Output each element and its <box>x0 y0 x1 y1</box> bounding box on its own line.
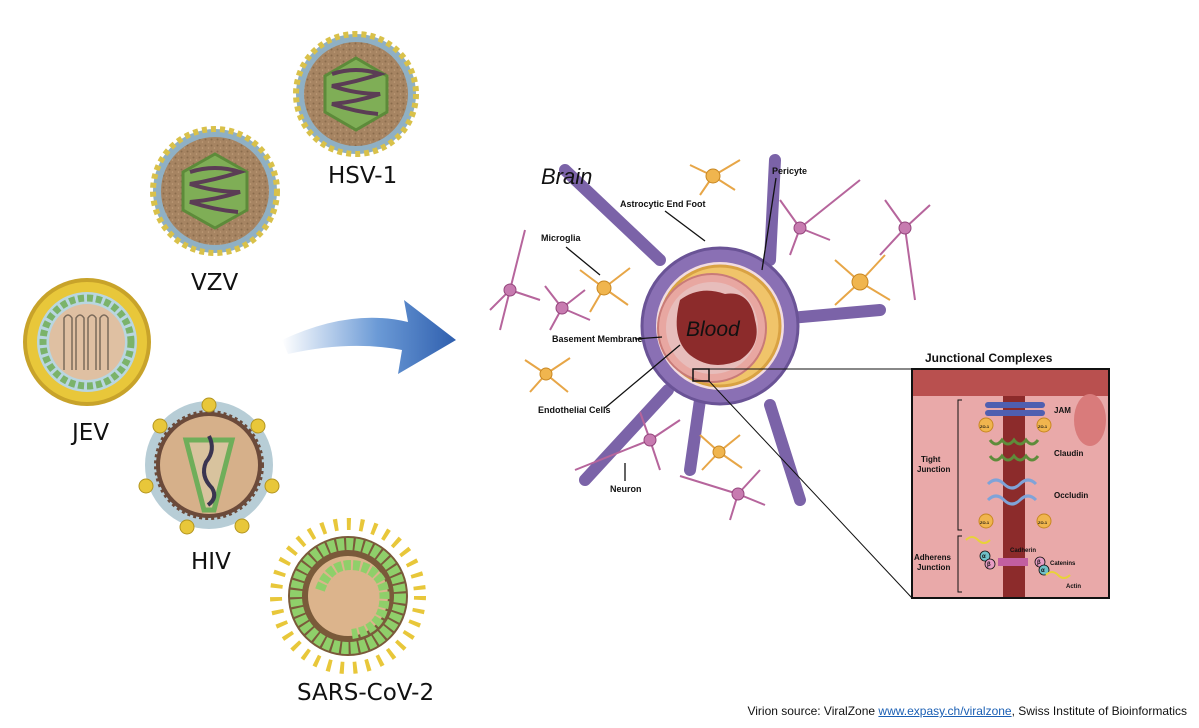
jev-virion-icon <box>23 278 151 406</box>
brain-label: Brain <box>541 164 592 189</box>
alpha-catenin-label-right: α <box>1041 568 1045 574</box>
neuron-label: Neuron <box>610 484 642 494</box>
blood-label: Blood <box>686 318 741 341</box>
actin-label: Actin <box>1066 584 1081 590</box>
zo1-label-bottom-right: ZO-1 <box>1038 520 1048 525</box>
microglia-label: Microglia <box>541 233 582 243</box>
sars-cov-2-label: SARS-CoV-2 <box>297 680 434 706</box>
beta-catenin-label-left: β <box>987 562 991 568</box>
junction-panel-title: Junctional Complexes <box>925 351 1053 365</box>
zo1-label-top-right: ZO-1 <box>1038 424 1048 429</box>
endothelial-cells-label: Endothelial Cells <box>538 405 611 415</box>
astrocytic-end-foot-label: Astrocytic End Foot <box>620 199 706 209</box>
zo1-label-top-left: ZO-1 <box>980 424 990 429</box>
hiv-virion-icon <box>138 397 280 535</box>
occludin-label: Occludin <box>1054 491 1088 500</box>
jam-label: JAM <box>1054 406 1071 415</box>
virion-source-credit: Virion source: ViralZone www.expasy.ch/v… <box>747 704 1187 718</box>
catenins-label: Catenins <box>1050 561 1076 567</box>
tight-junction-label-2: Junction <box>917 465 950 474</box>
claudin-label: Claudin <box>1054 449 1083 458</box>
hsv1-virion-icon <box>293 31 419 157</box>
viralzone-link[interactable]: www.expasy.ch/viralzone <box>878 704 1012 718</box>
pericyte-label: Pericyte <box>772 166 807 176</box>
tight-junction-label-1: Tight <box>921 455 941 464</box>
basement-membrane-label: Basement Membrane <box>552 334 643 344</box>
hsv1-label: HSV-1 <box>328 163 397 189</box>
adherens-junction-label-1: Adherens <box>914 553 951 562</box>
zo1-label-bottom-left: ZO-1 <box>980 520 990 525</box>
alpha-catenin-label-left: α <box>982 554 986 560</box>
credit-suffix: , Swiss Institute of Bioinformatics <box>1011 704 1187 718</box>
adherens-junction-label-2: Junction <box>917 563 950 572</box>
sars-cov-2-virion-icon <box>270 518 426 674</box>
hiv-label: HIV <box>191 549 231 575</box>
bbb-illustration <box>489 154 931 599</box>
vzv-virion-icon <box>150 126 280 256</box>
vzv-label: VZV <box>191 270 238 296</box>
beta-catenin-label-right: β <box>1037 560 1041 566</box>
junction-panel <box>911 368 1110 599</box>
cadherin-label: Cadherin <box>1010 548 1036 554</box>
credit-prefix: Virion source: ViralZone <box>747 704 879 718</box>
jev-label: JEV <box>70 420 109 446</box>
entry-arrow <box>282 300 456 374</box>
